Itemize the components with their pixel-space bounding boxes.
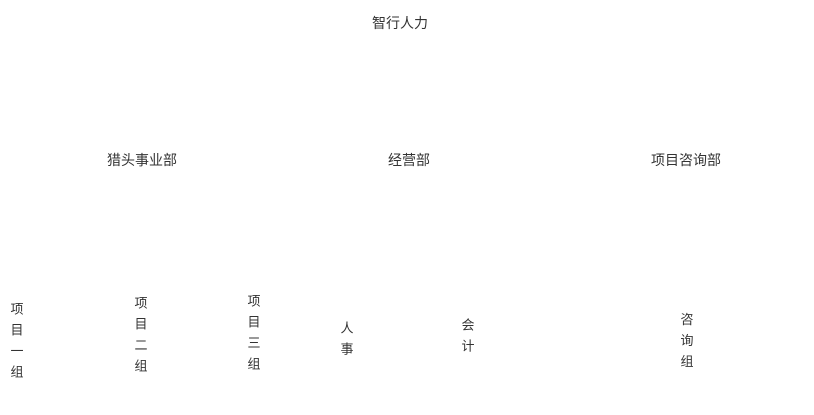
org-node-team-project-group-1: 项目一组 — [8, 302, 24, 386]
org-node-team-project-group-2: 项目二组 — [132, 296, 148, 380]
org-node-dept-headhunting: 猎头事业部 — [107, 152, 177, 168]
org-node-dept-project-consulting: 项目咨询部 — [651, 152, 721, 168]
org-node-team-hr: 人事 — [338, 321, 354, 363]
org-node-team-consulting-group: 咨询组 — [678, 312, 694, 376]
org-node-team-accounting: 会计 — [459, 318, 475, 360]
org-node-root: 智行人力 — [372, 15, 428, 31]
org-node-dept-operations: 经营部 — [388, 152, 430, 168]
org-node-team-project-group-3: 项目三组 — [245, 294, 261, 378]
